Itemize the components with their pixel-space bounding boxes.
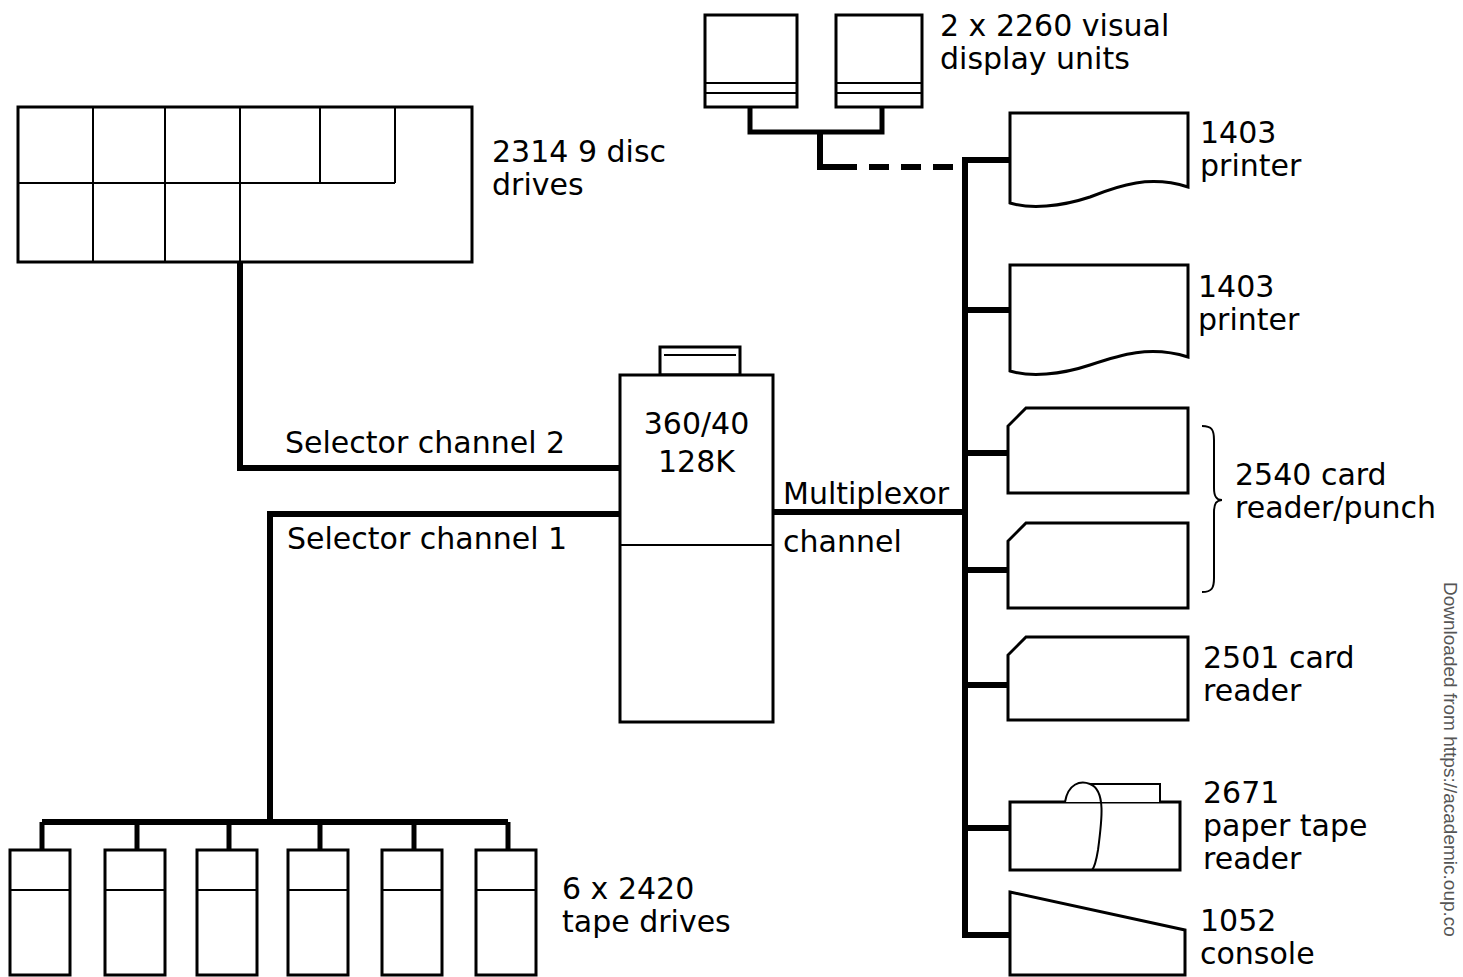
- channel-line: [773, 160, 1010, 512]
- unit-label: 360/40 128K: [620, 405, 773, 481]
- tape-drive-bank: 6 x 2420 tape drives: [10, 822, 540, 975]
- card-reader: 2501 card reader: [1008, 637, 1188, 720]
- display-unit-pair: 2 x 2260 visual display units: [705, 15, 922, 132]
- tape-drive-bank-outline: [10, 822, 540, 975]
- printer-outline: [1010, 265, 1188, 375]
- unit-label: 2 x 2260 visual display units: [940, 9, 1240, 75]
- display-unit-pair-outline: [705, 15, 922, 132]
- channel-line: [773, 512, 1010, 935]
- channel-label: Multiplexor channel: [783, 470, 958, 566]
- unit-label: 2314 9 disc drives: [492, 135, 732, 201]
- console: 1052 console: [1010, 892, 1185, 975]
- unit-label: 2540 card reader/punch: [1235, 458, 1455, 524]
- card-reader-punch-pair: 2540 card reader/punch: [1008, 408, 1188, 608]
- processor-cabinet: 360/40 128K: [620, 375, 773, 722]
- channel-label: Selector channel 2: [285, 426, 605, 459]
- unit-label: 1403 printer: [1200, 116, 1325, 182]
- watermark: Downloaded from https://academic.oup.co: [1439, 582, 1461, 937]
- channel-line: [773, 512, 1010, 828]
- card-reader-outline: [1008, 637, 1188, 720]
- channel-line: [773, 132, 965, 512]
- unit-label: 2671 paper tape reader: [1203, 776, 1375, 875]
- channel-line: [270, 514, 620, 822]
- channel-line: [240, 262, 620, 468]
- paper-tape-reader: 2671 paper tape reader: [1010, 780, 1180, 870]
- disc-drive-bank: 2314 9 disc drives: [18, 107, 472, 262]
- unit-label: 1052 console: [1200, 904, 1330, 970]
- unit-label: 6 x 2420 tape drives: [562, 872, 747, 938]
- printer: 1403 printer: [1010, 113, 1188, 203]
- disc-drive-bank-outline: [18, 107, 472, 262]
- unit-label: 1403 printer: [1198, 270, 1323, 336]
- printer: 1403 printer: [1010, 265, 1188, 375]
- card-reader-punch-pair-outline: [1008, 408, 1188, 608]
- console-outline: [1010, 892, 1185, 975]
- bus-stub: [962, 567, 1010, 573]
- channel-label: Selector channel 1: [287, 522, 607, 555]
- unit-label: 2501 card reader: [1203, 641, 1388, 707]
- printer-outline: [1010, 113, 1188, 203]
- paper-tape-reader-outline: [1010, 780, 1180, 870]
